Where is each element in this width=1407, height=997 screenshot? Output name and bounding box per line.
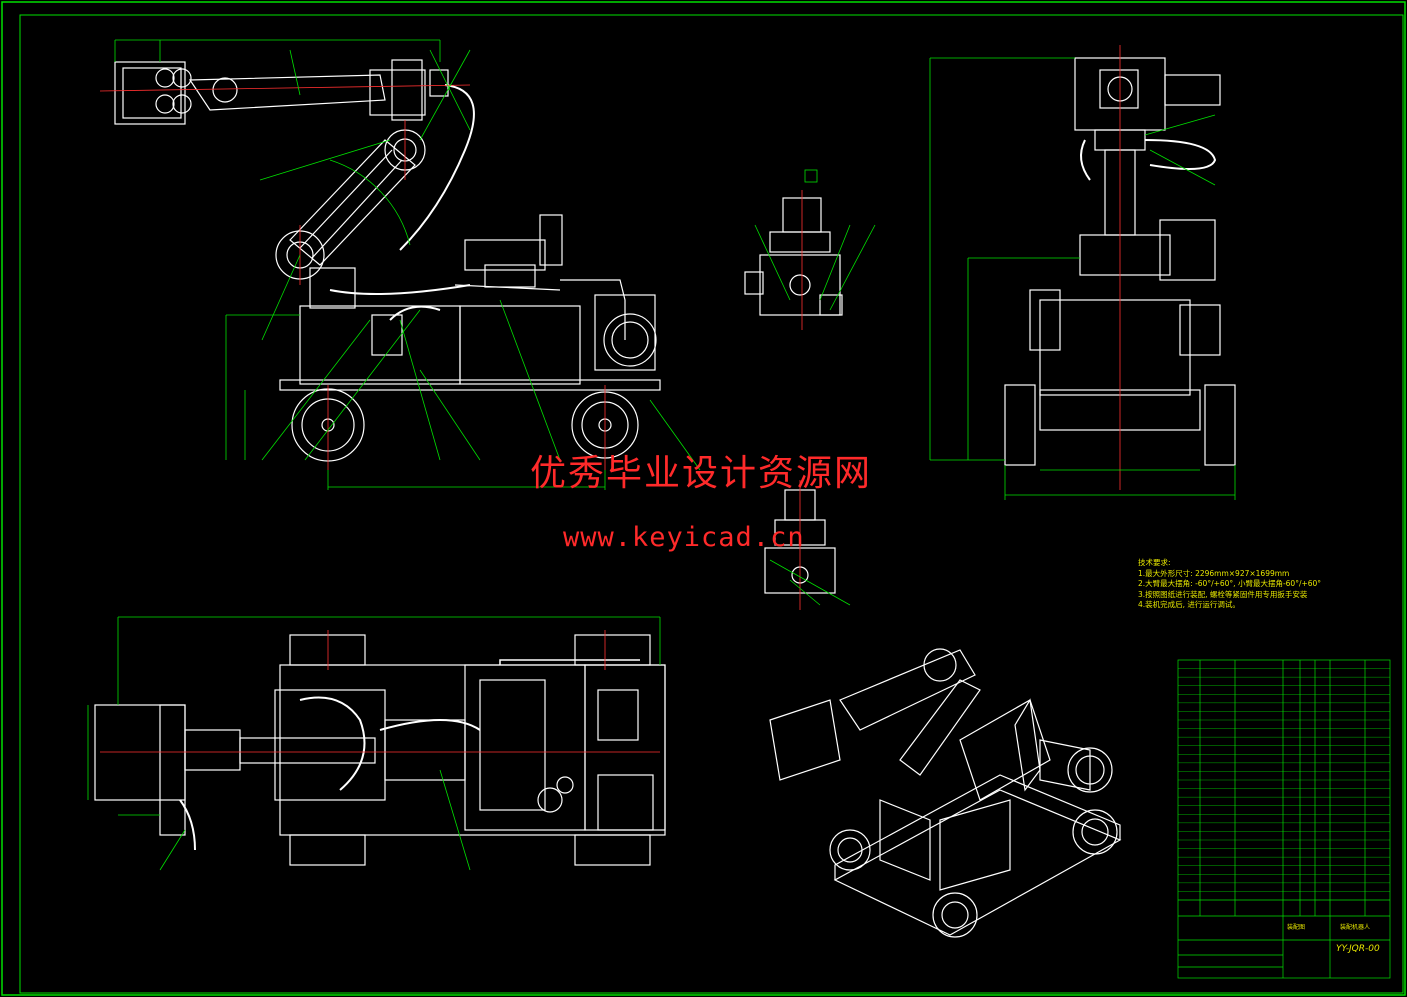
technical-requirement-item: 4.装机完成后, 进行运行调试。: [1138, 600, 1240, 609]
technical-requirements-heading: 技术要求:: [1138, 558, 1171, 567]
technical-requirements: 技术要求: 1.最大外形尺寸: 2296mm×927×1699mm 2.大臂最大…: [1138, 558, 1321, 611]
isometric-view: [769, 648, 1122, 938]
technical-requirement-item: 2.大臂最大摆角: -60°/+60°, 小臂最大摆角-60°/+60°: [1138, 579, 1322, 588]
front-view-centerlines: [99, 84, 606, 470]
front-view: [114, 59, 661, 462]
title-block-part-name: 装配机器人: [1340, 924, 1371, 931]
section-detail-a: [744, 197, 843, 316]
technical-requirement-item: 1.最大外形尺寸: 2296mm×927×1699mm: [1138, 568, 1290, 578]
top-view: [94, 634, 666, 866]
side-view-lines: [929, 45, 1236, 500]
title-block-material: 装配图: [1287, 924, 1306, 931]
watermark-title: 优秀毕业设计资源网: [530, 453, 873, 494]
watermark-url: www.keyicad.cn: [563, 522, 805, 553]
section-detail-a-lines: [754, 169, 876, 330]
front-view-dimensions: [114, 39, 701, 490]
section-detail-b-lines: [769, 480, 851, 610]
top-view-lines: [87, 616, 661, 871]
title-block-drawing-code: YY-JQR-00: [1336, 944, 1380, 954]
technical-requirement-item: 3.按照图纸进行装配, 螺栓等紧固件用专用扳手安装: [1138, 589, 1308, 599]
parts-list-rows: [1178, 668, 1390, 892]
